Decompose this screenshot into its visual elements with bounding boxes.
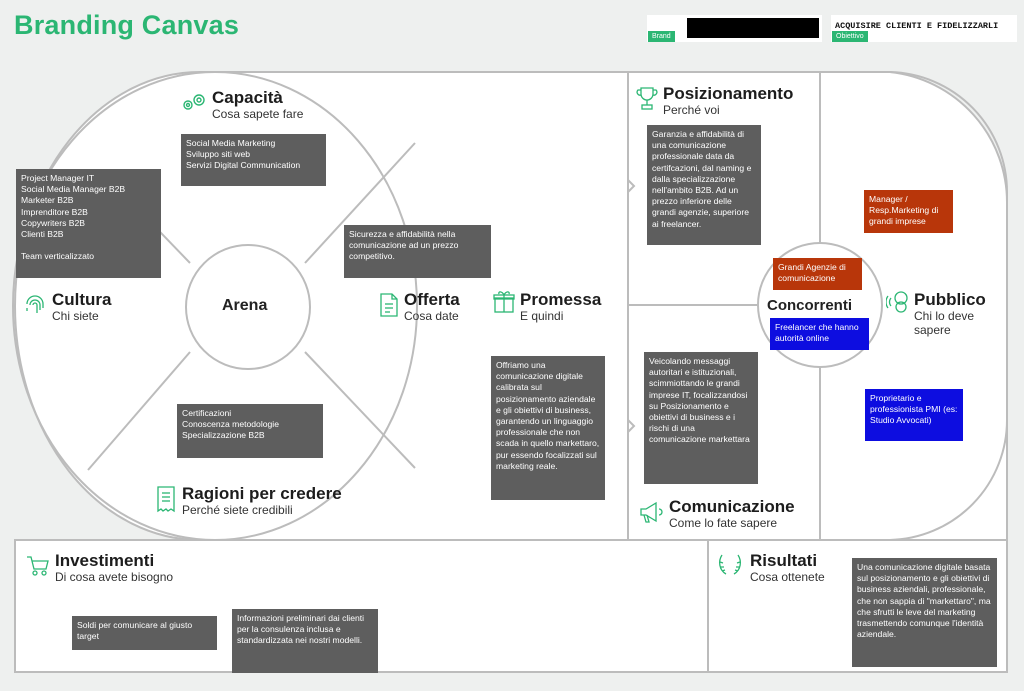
note-investimenti-informazioni: Informazioni preliminari dai clienti per…	[232, 609, 378, 673]
note-cultura: Project Manager IT Social Media Manager …	[16, 169, 161, 278]
megaphone-icon	[640, 501, 663, 523]
note-comunicazione: Veicolando messaggi autoritari e istituz…	[644, 352, 758, 484]
gift-icon	[493, 291, 515, 313]
note-offerta: Sicurezza e affidabilità nella comunicaz…	[344, 225, 491, 278]
laurel-icon	[719, 554, 741, 575]
note-promessa: Offriamo una comunicazione digitale cali…	[491, 356, 605, 500]
heading-comunicazione: Comunicazione Come lo fate sapere	[669, 497, 795, 530]
note-ragioni: Certificazioni Conoscenza metodologie Sp…	[177, 404, 323, 458]
brand-tag: Brand	[648, 31, 675, 42]
heading-offerta: Offerta Cosa date	[404, 290, 460, 323]
trophy-icon	[636, 87, 658, 110]
note-concorrente-freelancer: Freelancer che hanno autorità online	[770, 318, 869, 350]
note-pubblico-pmi: Proprietario e professionista PMI (es: S…	[865, 389, 963, 441]
note-capacita: Social Media Marketing Sviluppo siti web…	[181, 134, 326, 186]
note-investimenti-soldi: Soldi per comunicare al giusto target	[72, 616, 217, 650]
heading-capacita: Capacità Cosa sapete fare	[212, 88, 304, 121]
fingerprint-icon	[26, 295, 44, 313]
heading-ragioni: Ragioni per credere Perché siete credibi…	[182, 484, 342, 517]
obiettivo-tag: Obiettivo	[832, 31, 868, 42]
note-posizionamento: Garanzia e affidabilità di una comunicaz…	[647, 125, 761, 245]
heading-posizionamento: Posizionamento Perché voi	[663, 84, 794, 117]
gears-icon	[183, 94, 205, 110]
note-concorrente-grandi-agenzie: Grandi Agenzie di comunicazione	[773, 258, 862, 290]
note-risultati: Una comunicazione digitale basata sul po…	[852, 558, 997, 667]
receipt-icon	[157, 486, 175, 513]
obiettivo-value: ACQUISIRE CLIENTI E FIDELIZZARLI	[835, 21, 999, 31]
faces-icon	[886, 291, 908, 313]
heading-investimenti: Investimenti Di cosa avete bisogno	[55, 551, 174, 584]
brand-redacted-value	[687, 18, 819, 38]
document-icon	[380, 293, 398, 317]
concorrenti-label: Concorrenti	[767, 297, 853, 314]
note-pubblico-manager: Manager / Resp.Marketing di grandi impre…	[864, 190, 953, 233]
arena-label: Arena	[222, 297, 268, 314]
cart-icon	[27, 556, 49, 576]
heading-promessa: Promessa E quindi	[520, 290, 602, 323]
page-title: Branding Canvas	[14, 10, 240, 40]
heading-cultura: Cultura Chi siete	[52, 290, 112, 323]
heading-risultati: Risultati Cosa ottenete	[750, 551, 825, 584]
heading-pubblico: Pubblico Chi lo deve sapere	[914, 290, 986, 337]
